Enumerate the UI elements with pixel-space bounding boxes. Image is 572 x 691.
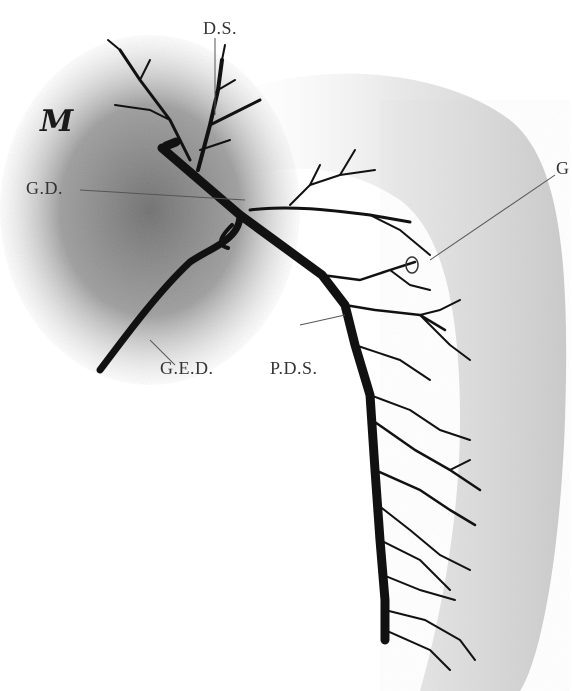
label-gd: G.D.	[26, 178, 63, 199]
label-ds: D.S.	[203, 18, 237, 39]
corner-mark: M	[40, 104, 73, 139]
label-pds: P.D.S.	[270, 358, 318, 379]
label-g: G	[556, 158, 570, 179]
label-ged: G.E.D.	[160, 358, 214, 379]
